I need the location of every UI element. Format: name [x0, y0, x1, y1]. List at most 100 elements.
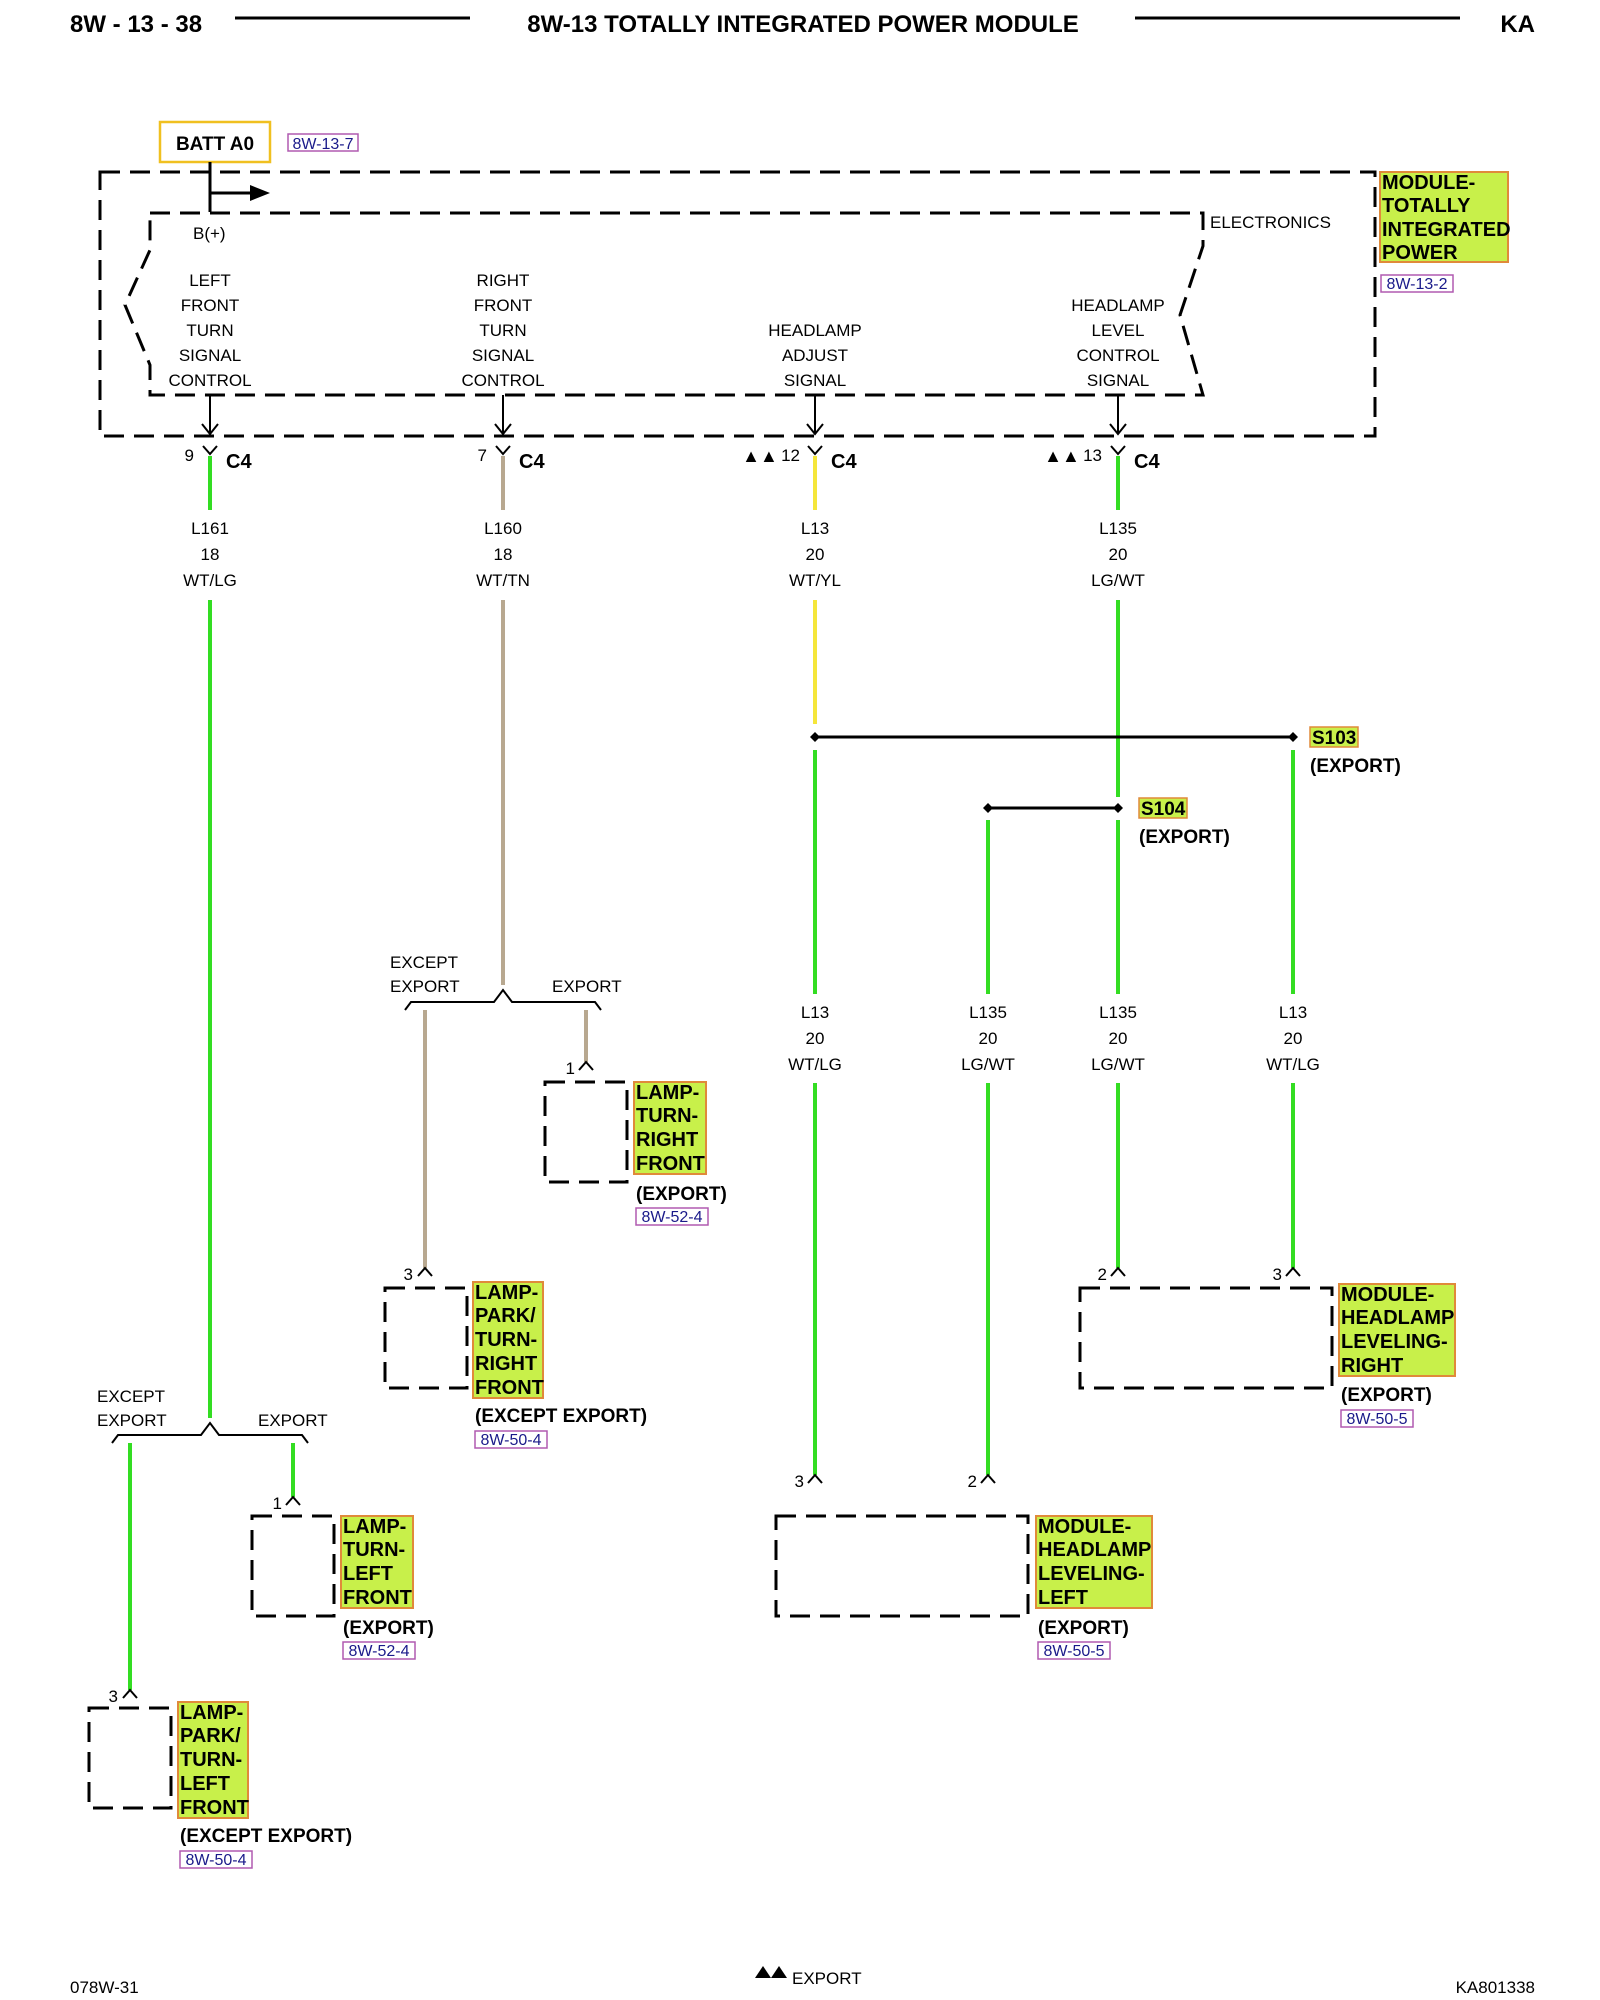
electronics-label: ELECTRONICS [1210, 213, 1331, 232]
component-outline [250, 1514, 336, 1618]
wire-label-l13-yellow: L13 20 WT/YL [789, 519, 841, 590]
wire-gauge: 18 [201, 545, 220, 564]
wire-label-l160: L160 18 WT/TN [476, 519, 530, 590]
branch-except-line: EXPORT [390, 977, 460, 996]
component-name-line: HEADLAMP [1038, 1539, 1151, 1561]
wire-circuit: L13 [1279, 1003, 1307, 1022]
component-name-line: TURN- [475, 1329, 537, 1351]
component-ref[interactable]: 8W-50-4 [480, 1432, 541, 1449]
component-ref-box[interactable] [342, 1641, 416, 1660]
component-note: (EXCEPT EXPORT) [180, 1826, 352, 1847]
component-label-box [177, 1701, 249, 1819]
branch-except-line: EXPORT [97, 1411, 167, 1430]
tipm-name-line: POWER [1382, 242, 1458, 264]
component-name-line: FRONT [180, 1797, 249, 1819]
wire-color: WT/LG [183, 571, 237, 590]
fn-text-line: SIGNAL [784, 371, 846, 390]
pin-marker [807, 1473, 823, 1484]
component-outline [383, 1286, 469, 1390]
connector-name: C4 [1134, 451, 1160, 473]
component-ref-box[interactable] [179, 1850, 253, 1869]
branch-except-line: EXCEPT [97, 1387, 165, 1406]
component-note: (EXPORT) [343, 1618, 434, 1639]
component-name-line: FRONT [636, 1153, 705, 1175]
wire-gauge: 20 [979, 1029, 998, 1048]
bplus-label: B(+) [193, 224, 226, 243]
component-ref[interactable]: 8W-50-5 [1043, 1643, 1104, 1660]
component-outline [87, 1706, 173, 1810]
fn-text-line: SIGNAL [1087, 371, 1149, 390]
fn-right-front-turn-signal-control: RIGHT FRONT TURN SIGNAL CONTROL [461, 271, 544, 390]
wire-label-l161: L161 18 WT/LG [183, 519, 237, 590]
wire-segments [128, 456, 1295, 1690]
connector-c4-3: ▲▲ 12 C4 [742, 446, 857, 473]
fn-text-line: HEADLAMP [768, 321, 862, 340]
component-ref-box[interactable] [1340, 1409, 1414, 1428]
branch-export: EXPORT [552, 977, 622, 996]
branch-left-turn: EXCEPT EXPORT EXPORT [97, 1387, 328, 1444]
splice-name: S104 [1141, 799, 1186, 820]
branch-except-line: EXCEPT [390, 953, 458, 972]
lamp-turn-left-front[interactable]: 1 LAMP- TURN- LEFT FRONT (EXPORT) 8W-52-… [250, 1494, 434, 1660]
batt-ref-box[interactable] [287, 133, 359, 152]
component-ref[interactable]: 8W-50-4 [185, 1852, 246, 1869]
wire-gauge: 20 [1284, 1029, 1303, 1048]
component-label-box [1338, 1283, 1456, 1377]
splice-note: (EXPORT) [1139, 827, 1230, 848]
tipm-ref[interactable]: 8W-13-2 [1386, 276, 1447, 293]
model-code: KA [1500, 11, 1535, 38]
lamp-turn-right-front[interactable]: 1 LAMP- TURN- RIGHT FRONT (EXPORT) 8W-52… [543, 1059, 727, 1226]
tipm-name: MODULE- TOTALLY INTEGRATED POWER [1382, 172, 1511, 264]
module-headlamp-leveling-right[interactable]: 2 3 MODULE- HEADLAMP LEVELING- RIGHT (EX… [1078, 1265, 1456, 1428]
component-note: (EXPORT) [1341, 1385, 1432, 1406]
fn-text-line: SIGNAL [179, 346, 241, 365]
connector-pins [202, 445, 1126, 456]
component-outline [1078, 1286, 1334, 1390]
wire-circuit: L161 [191, 519, 229, 538]
component-outline [543, 1080, 629, 1184]
wire-circuit: L135 [969, 1003, 1007, 1022]
component-label-box [633, 1081, 707, 1175]
pin-number: 1 [566, 1059, 575, 1078]
component-name-line: LEVELING- [1038, 1563, 1145, 1585]
fn-text-line: FRONT [474, 296, 533, 315]
fn-text-line: TURN [479, 321, 526, 340]
component-ref-box[interactable] [474, 1430, 548, 1449]
page-footer: 078W-31 EXPORT KA801338 [70, 1966, 1535, 1997]
wire-color: LG/WT [1091, 1055, 1145, 1074]
tipm-module: ELECTRONICS B(+) LEFT FRONT TURN SIGNAL … [98, 170, 1511, 438]
wire-circuit: L135 [1099, 519, 1137, 538]
tipm-ref-box[interactable] [1380, 274, 1454, 293]
component-ref-box[interactable] [635, 1207, 709, 1226]
component-ref[interactable]: 8W-52-4 [348, 1643, 409, 1660]
fn-text-line: CONTROL [1076, 346, 1159, 365]
component-name-line: LEVELING- [1341, 1331, 1448, 1353]
lamp-park-turn-right-front[interactable]: 3 LAMP- PARK/ TURN- RIGHT FRONT (EXCEPT … [383, 1265, 647, 1449]
branch-export: EXPORT [258, 1411, 328, 1430]
component-ref[interactable]: 8W-52-4 [641, 1209, 702, 1226]
wire-color: WT/LG [788, 1055, 842, 1074]
lamp-park-turn-left-front[interactable]: 3 LAMP- PARK/ TURN- LEFT FRONT (EXCEPT E… [87, 1687, 352, 1869]
fn-text-line: FRONT [181, 296, 240, 315]
component-name-line: PARK/ [475, 1305, 536, 1327]
module-headlamp-leveling-left[interactable]: 3 2 MODULE- HEADLAMP LEVELING- LEFT (EXP… [774, 1472, 1153, 1660]
fn-text-line: CONTROL [461, 371, 544, 390]
batt-ref[interactable]: 8W-13-7 [292, 136, 353, 153]
component-ref-box[interactable] [1037, 1641, 1111, 1660]
component-note: (EXPORT) [1038, 1618, 1129, 1639]
pin-number: 2 [1098, 1265, 1107, 1284]
splice-node [810, 732, 820, 742]
fn-text-line: RIGHT [477, 271, 530, 290]
component-ref[interactable]: 8W-50-5 [1346, 1411, 1407, 1428]
branch-brace [404, 988, 602, 1011]
pin-marker [578, 1060, 594, 1071]
component-name-line: LEFT [180, 1773, 230, 1795]
component-name-line: RIGHT [1341, 1355, 1403, 1377]
tipm-name-box [1379, 171, 1509, 263]
component-note: (EXCEPT EXPORT) [475, 1406, 647, 1427]
component-name-line: TURN- [636, 1105, 698, 1127]
component-name-line: RIGHT [475, 1353, 537, 1375]
pin-marker [980, 1473, 996, 1484]
splice-node [983, 803, 993, 813]
